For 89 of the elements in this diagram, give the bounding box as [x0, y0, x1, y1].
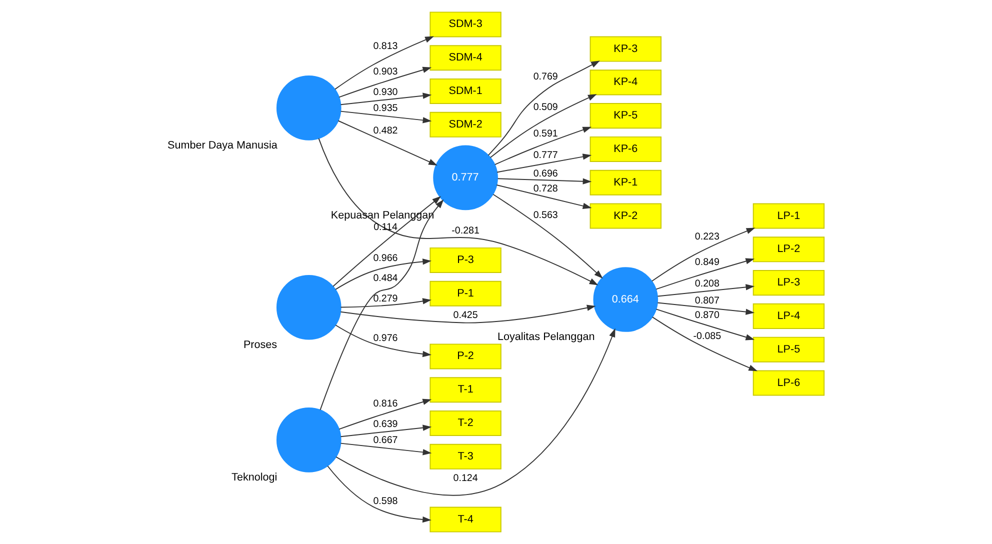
- edge-label: 0.849: [694, 257, 720, 268]
- node-box: SDM-4: [430, 45, 502, 71]
- edge-label: 0.813: [373, 41, 398, 52]
- edge-label: 0.425: [453, 310, 478, 322]
- arrow: [336, 328, 616, 496]
- arrow: [332, 196, 442, 287]
- edge-label: 0.667: [373, 434, 398, 446]
- arrow: [327, 466, 432, 523]
- edge-label: -0.281: [452, 226, 480, 237]
- edge-label: -0.085: [693, 330, 722, 342]
- edge-label: 0.966: [373, 253, 398, 264]
- node-label: Teknologi: [232, 472, 278, 484]
- edge-label: 0.903: [373, 66, 398, 78]
- arrow: [488, 60, 600, 156]
- arrow: [335, 324, 432, 358]
- edge-label: 0.816: [373, 398, 398, 410]
- arrow: [338, 398, 432, 430]
- arrow: [490, 94, 597, 158]
- edge-label: 0.639: [373, 419, 398, 430]
- node-box: KP-2: [590, 203, 662, 229]
- node-box: LP-1: [752, 203, 825, 229]
- arrow: [496, 184, 592, 209]
- node-box: KP-3: [590, 36, 662, 62]
- node-box: LP-2: [752, 236, 825, 262]
- arrow: [496, 154, 592, 173]
- arrow: [318, 138, 598, 286]
- edge-label: 0.509: [533, 102, 558, 113]
- arrow: [340, 298, 432, 308]
- edge-label: 0.769: [533, 71, 558, 82]
- node-box: P-3: [430, 247, 502, 273]
- node-box: T-4: [430, 506, 502, 532]
- edge-label: 0.807: [694, 295, 720, 306]
- node-box: LP-3: [752, 270, 825, 296]
- arrow: [652, 316, 758, 372]
- arrow: [335, 258, 432, 290]
- edge-label: 0.728: [533, 183, 558, 194]
- node-box: SDM-3: [430, 12, 502, 38]
- node-box: KP-4: [590, 70, 662, 96]
- arrow: [340, 304, 596, 324]
- arrow: [497, 178, 592, 184]
- edge-label: 0.208: [694, 278, 720, 290]
- arrow: [657, 302, 755, 315]
- edge-label: 0.279: [373, 293, 398, 304]
- arrow: [492, 194, 603, 279]
- node-box: P-2: [430, 344, 502, 370]
- edge-label: 0.124: [453, 473, 478, 484]
- node-circle: [276, 408, 342, 472]
- edge-label: 0.591: [533, 128, 558, 140]
- node-box: T-3: [430, 444, 502, 470]
- node-box: SDM-1: [430, 78, 502, 104]
- arrow: [494, 126, 592, 166]
- edge-label: 0.870: [694, 310, 720, 322]
- arrow: [338, 66, 432, 98]
- node-box: T-1: [430, 377, 502, 403]
- edge-label: 0.482: [373, 126, 398, 137]
- arrow: [340, 110, 432, 124]
- node-box: KP-1: [590, 170, 662, 196]
- node-circle: [276, 274, 342, 340]
- edge-label: 0.223: [694, 232, 720, 243]
- arrow: [651, 228, 756, 282]
- edge-label: 0.696: [533, 168, 558, 180]
- edge-label: 0.930: [373, 87, 398, 98]
- edge-label: 0.935: [373, 102, 398, 114]
- node-box: LP-6: [752, 370, 825, 396]
- arrow: [340, 92, 432, 106]
- edge-label: 0.598: [373, 496, 398, 507]
- arrow: [340, 442, 432, 456]
- node-box: P-1: [430, 280, 502, 306]
- node-box: SDM-2: [430, 112, 502, 138]
- arrow: [334, 36, 434, 90]
- edge-label: 0.976: [373, 332, 398, 344]
- node-circle: [276, 76, 342, 140]
- node-box: LP-5: [752, 336, 825, 362]
- edge-label: 0.563: [533, 210, 558, 221]
- node-label: Loyalitas Pelanggan: [497, 331, 595, 344]
- arrow: [656, 308, 755, 340]
- arrow: [338, 120, 438, 166]
- arrow: [320, 199, 444, 410]
- node-box: KP-6: [590, 136, 662, 162]
- node-label: Proses: [243, 338, 278, 351]
- node-box: LP-4: [752, 303, 825, 329]
- node-label: Sumber Daya Manusia: [168, 140, 278, 152]
- arrow: [657, 284, 755, 297]
- edge-label: 0.484: [373, 272, 398, 284]
- node-box: T-2: [430, 410, 502, 436]
- arrow: [340, 424, 432, 438]
- arrow: [656, 258, 755, 290]
- edge-label: 0.777: [533, 150, 558, 162]
- node-box: KP-5: [590, 103, 662, 129]
